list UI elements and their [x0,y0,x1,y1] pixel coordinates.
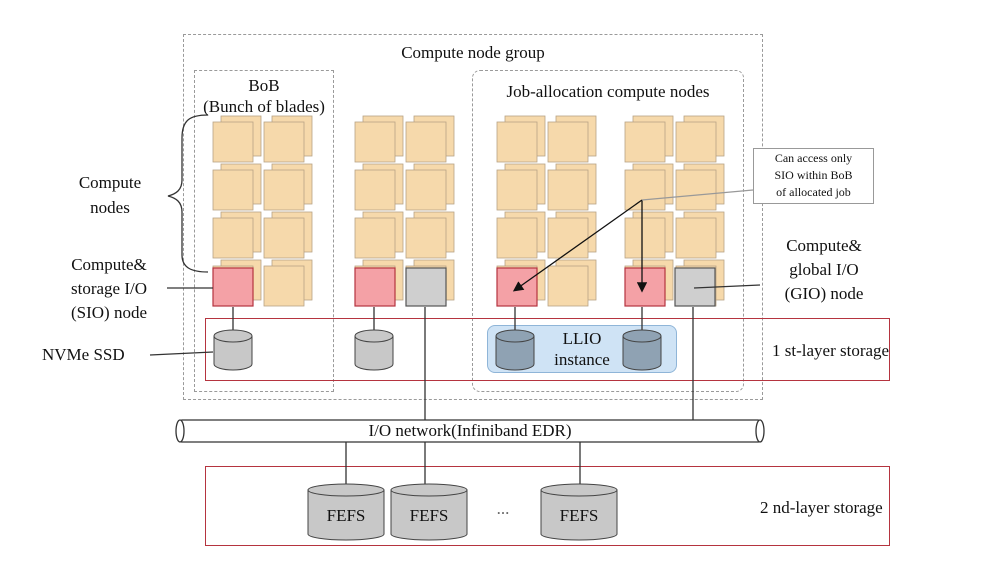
blade-layer [212,115,725,307]
gio-label-1: Compute& [786,236,862,255]
nvme-leader-line [149,351,214,356]
blade-card [354,169,396,211]
compute-node-group-title: Compute node group [401,43,545,62]
first-layer-storage-box [205,318,890,381]
blade-card [212,169,254,211]
nvme-ssd-disk [354,329,394,371]
sio-label-2: storage I/O [70,279,147,298]
gio-label-3: (GIO) node [784,284,864,303]
blade-card [624,121,666,163]
job-allocation-title: Job-allocation compute nodes [506,82,710,101]
llio-label-1: LLIO [562,329,602,348]
blade-card [354,217,396,259]
bob-subtitle: (Bunch of blades) [203,97,325,116]
sio-node [496,267,538,307]
callout-box [753,148,874,204]
blade-card [405,121,447,163]
blade-card [263,121,305,163]
fefs-label-1: FEFS [326,506,366,525]
blade-card [547,169,589,211]
blade-card [263,265,305,307]
io-network-label: I/O network(Infiniband EDR) [368,421,572,440]
callout-line-3: of allocated job [776,185,851,199]
compute-nodes-brace [167,114,209,273]
node-layer [212,267,716,307]
disk-layer [213,329,662,541]
blade-card [624,217,666,259]
job-allocation-box [472,70,744,392]
callout-line-1: Can access only [774,151,853,165]
callout-pointer [641,189,754,201]
blade-card [675,169,717,211]
sio-label-3: (SIO) node [70,303,147,322]
llio-label-2: instance [554,350,610,369]
blade-card [496,217,538,259]
fefs-label-3: FEFS [559,506,599,525]
callout-line-2: SIO within BoB [774,168,853,182]
blade-card [263,217,305,259]
compute-nodes-label-2: nodes [90,198,130,217]
compute-nodes-label-1: Compute [78,173,142,192]
blade-card [496,169,538,211]
sio-node [624,267,666,307]
connection-lines [149,114,761,488]
blade-card [354,121,396,163]
blade-card [624,169,666,211]
nvme-ssd-disk [213,329,253,371]
sio-node [212,267,254,307]
nvme-label: NVMe SSD [42,345,125,364]
blade-card [675,217,717,259]
second-layer-storage-box [205,466,890,546]
blade-card [496,121,538,163]
gio-label-2: global I/O [789,260,859,279]
blade-card [263,169,305,211]
second-layer-storage-label: 2 nd-layer storage [760,498,883,517]
bob-title: BoB [248,76,280,95]
gio-node [405,267,447,307]
fefs-disk [540,483,618,541]
gio-leader-line [693,284,761,289]
blade-card [405,217,447,259]
fefs-disk [390,483,468,541]
callout-arrow [512,199,643,292]
blade-card [547,265,589,307]
blade-card [212,217,254,259]
fefs-label-2: FEFS [409,506,449,525]
blade-card [547,121,589,163]
blade-card [547,217,589,259]
first-layer-storage-label: 1 st-layer storage [772,341,890,360]
sio-node [354,267,396,307]
llio-disk [622,329,662,371]
bob-box [194,70,334,392]
io-network-tube [175,419,765,443]
fefs-disk [307,483,385,541]
llio-disk [495,329,535,371]
blade-card [405,169,447,211]
blade-card [675,121,717,163]
blade-card [212,121,254,163]
compute-node-group-box [183,34,763,400]
ellipsis-label: ... [496,499,510,518]
sio-label-1: Compute& [71,255,147,274]
